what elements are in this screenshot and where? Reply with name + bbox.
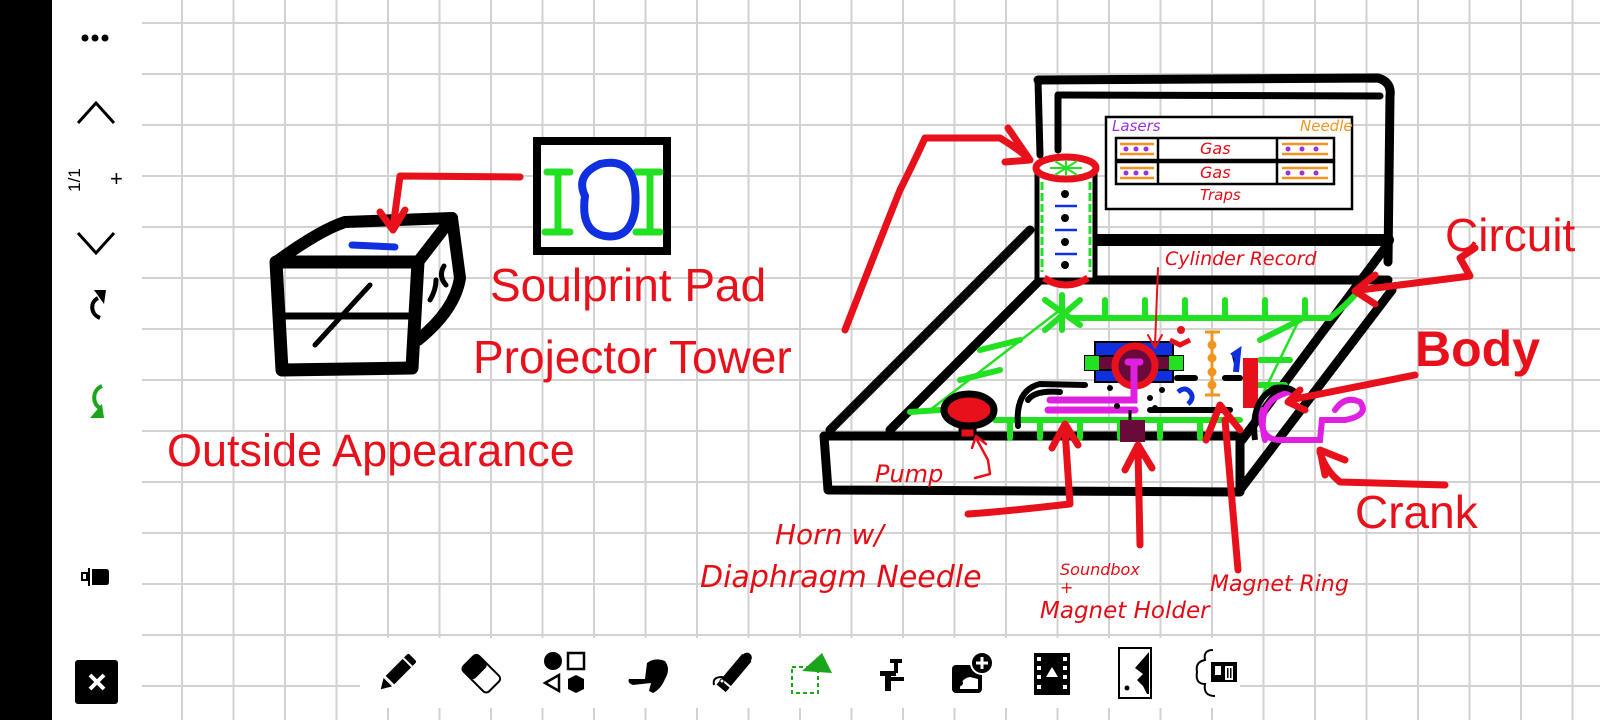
screen-label-gas-2: Gas [1200, 163, 1231, 182]
cloud-save-icon [1195, 649, 1237, 697]
add-page-button[interactable]: + [110, 166, 123, 191]
page-indicator: 1/1 [65, 168, 84, 192]
drawing-canvas[interactable] [142, 0, 1600, 720]
clear-page-button[interactable] [70, 557, 124, 597]
screen-label-lasers: Lasers [1112, 117, 1161, 135]
lasso-select-tool[interactable] [785, 646, 839, 700]
label-horn-line1: Horn w/ [775, 518, 884, 551]
redo-icon [90, 384, 104, 418]
text-tool[interactable] [865, 646, 919, 700]
more-horizontal-icon [81, 34, 109, 42]
label-body: Body [1415, 321, 1540, 377]
bottom-toolbar [360, 638, 1240, 708]
close-icon [88, 673, 105, 691]
text-tool-icon [880, 659, 904, 691]
cloud-save-tool[interactable] [1188, 646, 1242, 700]
label-cylinder-record: Cylinder Record [1165, 248, 1317, 270]
highlighter-icon [712, 652, 752, 693]
label-magnet-ring: Magnet Ring [1210, 572, 1349, 597]
close-button[interactable] [75, 660, 118, 704]
redo-button[interactable] [70, 382, 124, 422]
chevron-down-icon [76, 231, 116, 256]
more-button[interactable] [70, 18, 124, 58]
label-crank: Crank [1355, 486, 1478, 538]
page-up-button[interactable] [70, 92, 124, 132]
shapes-tool[interactable] [538, 646, 592, 700]
film-icon [1034, 653, 1070, 695]
left-system-strip [0, 0, 52, 720]
video-tool[interactable] [1025, 646, 1079, 700]
side-rail [52, 0, 142, 720]
smudge-tool[interactable] [622, 646, 676, 700]
pen-tool[interactable] [370, 646, 424, 700]
chevron-up-icon [76, 100, 116, 125]
screen-label-gas-1: Gas [1200, 139, 1231, 158]
label-pump: Pump [875, 460, 944, 488]
undo-button[interactable] [70, 286, 124, 326]
label-soundbox-line1: Soundbox [1060, 560, 1140, 579]
label-projector-tower: Projector Tower [473, 331, 792, 383]
page-down-button[interactable] [70, 224, 124, 264]
eraser-tool[interactable] [455, 646, 509, 700]
label-soundbox-line2: + [1060, 578, 1074, 597]
page-background-tool[interactable] [1108, 646, 1162, 700]
label-horn-line2: Diaphragm Needle [700, 560, 982, 595]
label-circuit: Circuit [1445, 209, 1576, 261]
page-background-icon [1118, 647, 1152, 699]
screen-label-needle: Needle [1300, 117, 1353, 135]
label-soulprint-pad: Soulprint Pad [490, 259, 767, 311]
add-image-tool[interactable] [945, 646, 999, 700]
undo-icon [90, 290, 106, 320]
eraser-icon [461, 653, 502, 694]
screen-label-traps: Traps [1200, 186, 1241, 204]
label-outside-appearance: Outside Appearance [167, 425, 575, 476]
label-soundbox-line3: Magnet Holder [1040, 598, 1210, 624]
highlighter-tool[interactable] [705, 646, 759, 700]
shapes-icon [542, 651, 586, 694]
hand-point-icon [628, 659, 668, 693]
trash-icon [81, 568, 109, 586]
add-image-icon [952, 651, 994, 693]
pencil-icon [380, 654, 416, 690]
lasso-select-icon [791, 653, 832, 694]
